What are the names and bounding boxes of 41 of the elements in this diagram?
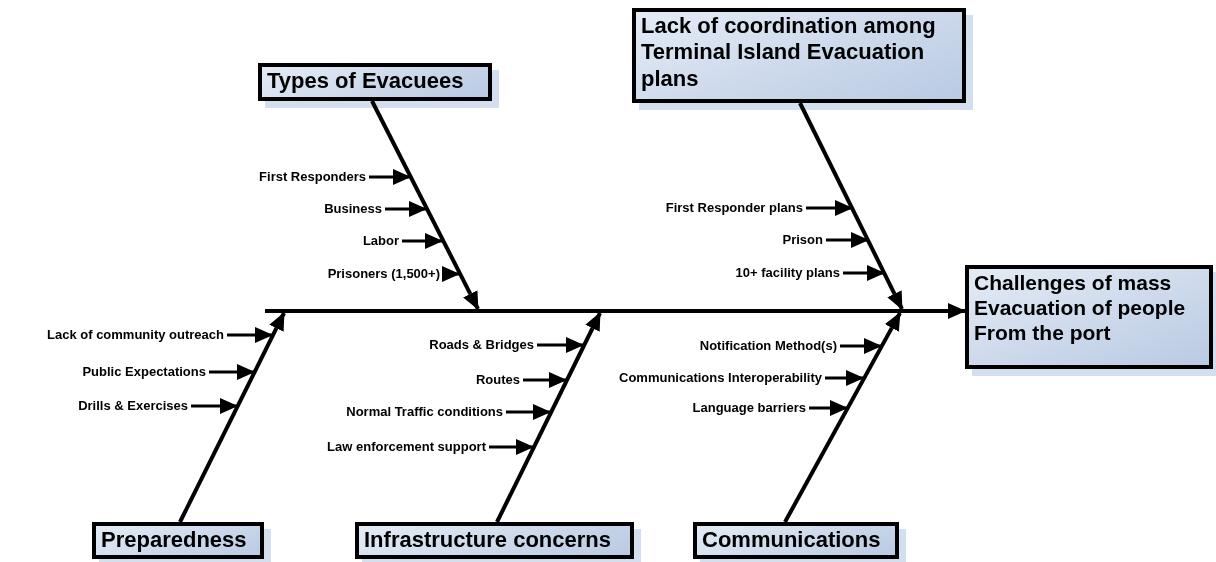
cause-label: Labor xyxy=(362,232,399,250)
cause-arrow xyxy=(369,169,411,185)
cause-label: Roads & Bridges xyxy=(429,336,534,354)
cause-arrow xyxy=(506,404,551,420)
cause-arrow xyxy=(809,400,848,416)
arrow xyxy=(269,312,286,332)
cause-arrow xyxy=(537,337,584,353)
cause-arrow xyxy=(227,327,273,343)
cause-arrow xyxy=(402,233,443,249)
cause-label: Law enforcement support xyxy=(327,438,486,456)
cause-arrow xyxy=(826,232,869,248)
cause-label: Communications Interoperability xyxy=(619,369,822,387)
cause-label: Prison xyxy=(782,231,823,249)
cause-label: Public Expectations xyxy=(82,363,206,381)
cause-arrow xyxy=(843,265,885,281)
cause-arrow xyxy=(825,370,864,386)
cause-label: Language barriers xyxy=(692,399,806,417)
cause-label: First Responders xyxy=(259,168,366,186)
cause-arrow xyxy=(523,372,567,388)
cause-label: Lack of community outreach xyxy=(47,326,224,344)
cause-arrow xyxy=(489,439,534,455)
arrow xyxy=(585,312,602,332)
arrow xyxy=(884,312,902,332)
cause-arrow xyxy=(840,338,882,354)
cause-label: Business xyxy=(324,200,382,218)
cause-label: Routes xyxy=(475,371,520,389)
arrow xyxy=(905,303,966,319)
cause-label: Normal Traffic conditions xyxy=(346,403,503,421)
arrow xyxy=(887,290,904,310)
cause-label: Notification Method(s) xyxy=(699,337,837,355)
fishbone-spine xyxy=(265,309,905,313)
cause-label: Drills & Exercises xyxy=(78,397,188,415)
cause-arrow xyxy=(385,201,427,217)
cause-arrow xyxy=(191,398,238,414)
cause-arrow xyxy=(442,266,460,282)
cause-label: Prisoners (1,500+) xyxy=(327,265,440,283)
cause-arrow xyxy=(209,364,255,380)
cause-label: 10+ facility plans xyxy=(735,264,840,282)
cause-arrow xyxy=(806,200,853,216)
cause-label: First Responder plans xyxy=(665,199,803,217)
arrow xyxy=(463,290,480,310)
